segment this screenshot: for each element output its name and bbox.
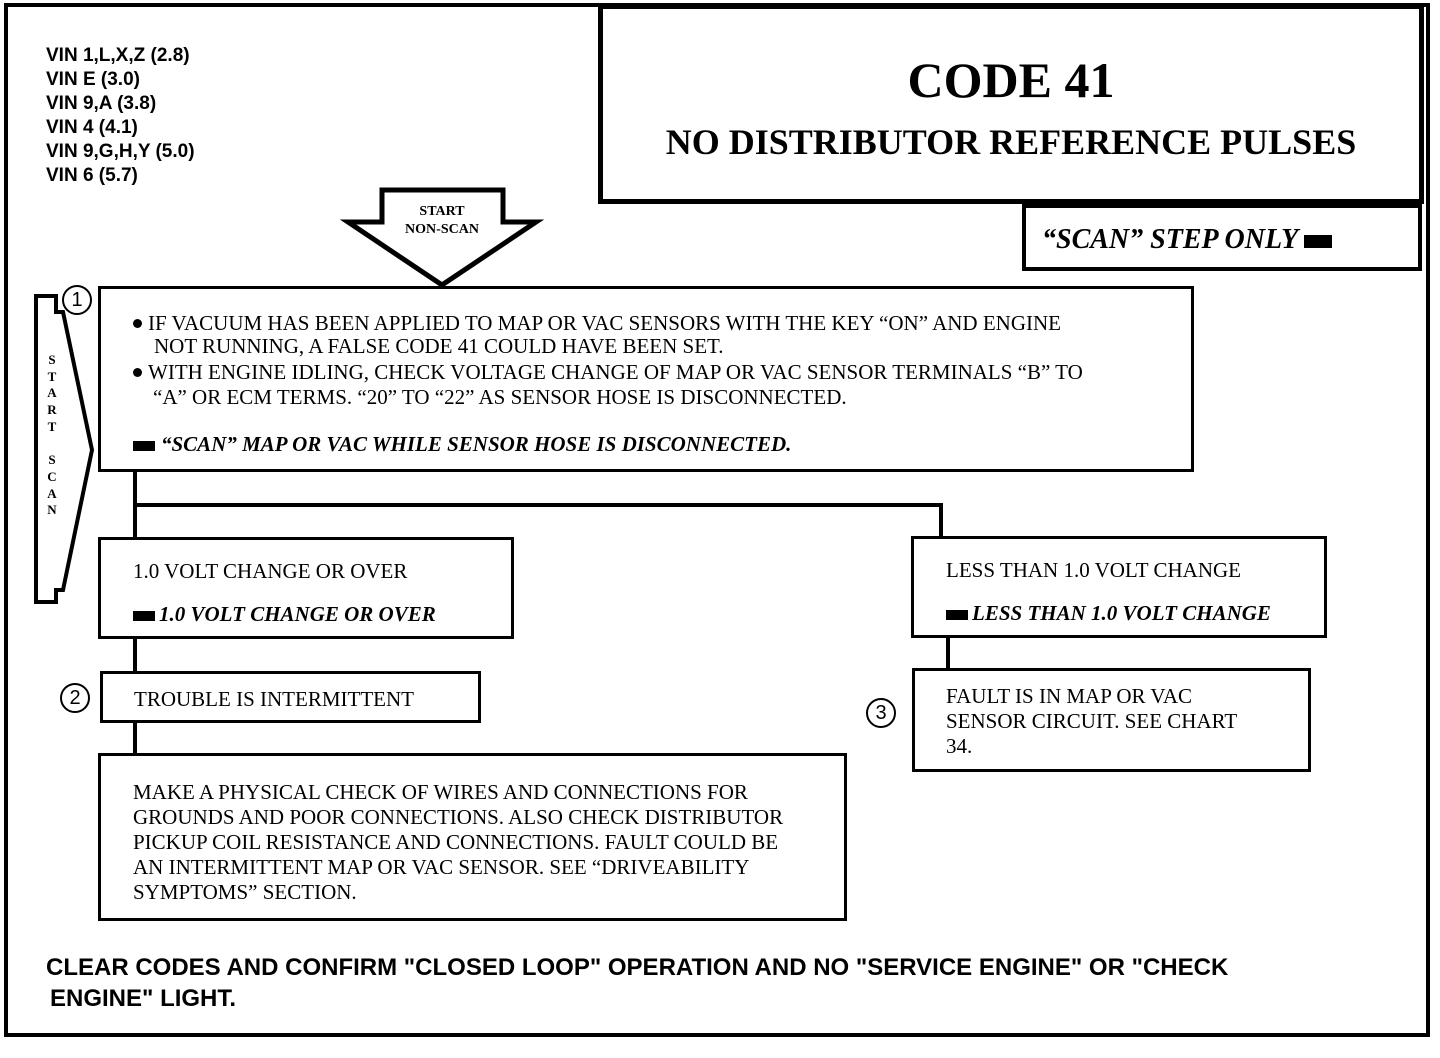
scan-marker-icon xyxy=(1304,235,1333,249)
result-over-scan: 1.0 VOLT CHANGE OR OVER xyxy=(133,602,436,627)
page-title: CODE 41 xyxy=(907,52,1115,108)
step-number-3: 3 xyxy=(866,698,896,728)
step4-line: MAKE A PHYSICAL CHECK OF WIRES AND CONNE… xyxy=(133,780,748,804)
scan-legend-text: “SCAN” STEP ONLY xyxy=(1042,224,1298,255)
scan-legend: “SCAN” STEP ONLY xyxy=(1042,224,1333,256)
step3-box: FAULT IS IN MAP OR VAC SENSOR CIRCUIT. S… xyxy=(912,668,1311,772)
result-under-scan: LESS THAN 1.0 VOLT CHANGE xyxy=(946,601,1271,626)
bullet-icon xyxy=(133,318,142,328)
footer-line: ENGINE" LIGHT. xyxy=(50,985,237,1012)
footer-line: CLEAR CODES AND CONFIRM "CLOSED LOOP" OP… xyxy=(46,954,1229,981)
scan-marker-icon xyxy=(946,610,968,621)
result-box-over: 1.0 VOLT CHANGE OR OVER 1.0 VOLT CHANGE … xyxy=(98,537,514,639)
start-nonscan-label: START NON-SCAN xyxy=(405,204,479,237)
scan-marker-icon xyxy=(133,611,155,622)
result-under-text: LESS THAN 1.0 VOLT CHANGE xyxy=(946,558,1242,582)
step1-box: IF VACUUM HAS BEEN APPLIED TO MAP OR VAC… xyxy=(98,286,1194,472)
step2-text: TROUBLE IS INTERMITTENT xyxy=(134,687,414,711)
step1-bullet2-cont: “A” OR ECM TERMS. “20” TO “22” AS SENSOR… xyxy=(153,385,847,409)
start-scan-label: S T A R T S C A N xyxy=(47,352,57,518)
vin-item: VIN 6 (5.7) xyxy=(46,165,138,186)
step4-line: GROUNDS AND POOR CONNECTIONS. ALSO CHECK… xyxy=(133,805,784,829)
scan-legend-box: “SCAN” STEP ONLY xyxy=(1022,204,1422,271)
vin-item: VIN 4 (4.1) xyxy=(46,117,138,138)
page-subtitle: NO DISTRIBUTOR REFERENCE PULSES xyxy=(665,122,1357,162)
vin-item: VIN 9,A (3.8) xyxy=(46,93,157,114)
footer-instruction: CLEAR CODES AND CONFIRM "CLOSED LOOP" OP… xyxy=(46,952,1228,1014)
vin-item: VIN E (3.0) xyxy=(46,69,140,90)
step4-box: MAKE A PHYSICAL CHECK OF WIRES AND CONNE… xyxy=(98,753,847,921)
title-box: CODE 41 NO DISTRIBUTOR REFERENCE PULSES xyxy=(598,4,1424,204)
result-box-under: LESS THAN 1.0 VOLT CHANGE LESS THAN 1.0 … xyxy=(911,536,1327,638)
result-over-text: 1.0 VOLT CHANGE OR OVER xyxy=(133,559,408,583)
step2-box: TROUBLE IS INTERMITTENT xyxy=(100,671,481,723)
step-number-2: 2 xyxy=(60,683,90,713)
step1-bullet1: IF VACUUM HAS BEEN APPLIED TO MAP OR VAC… xyxy=(133,311,1061,336)
step4-line: PICKUP COIL RESISTANCE AND CONNECTIONS. … xyxy=(133,830,779,854)
start-scan-arrow xyxy=(34,294,95,604)
start-nonscan-arrow xyxy=(339,187,545,289)
step1-bullet2: WITH ENGINE IDLING, CHECK VOLTAGE CHANGE… xyxy=(133,360,1083,385)
vin-list: VIN 1,L,X,Z (2.8) VIN E (3.0) VIN 9,A (3… xyxy=(46,44,195,188)
vin-item: VIN 9,G,H,Y (5.0) xyxy=(46,141,195,162)
bullet-icon xyxy=(133,367,142,377)
step3-line: 34. xyxy=(946,734,973,758)
vin-item: VIN 1,L,X,Z (2.8) xyxy=(46,45,190,66)
step1-scan-note: “SCAN” MAP OR VAC WHILE SENSOR HOSE IS D… xyxy=(133,432,791,457)
step3-line: FAULT IS IN MAP OR VAC xyxy=(946,684,1193,708)
scan-marker-icon xyxy=(133,441,155,452)
step1-bullet1-cont: NOT RUNNING, A FALSE CODE 41 COULD HAVE … xyxy=(154,334,724,358)
step4-line: AN INTERMITTENT MAP OR VAC SENSOR. SEE “… xyxy=(133,855,750,879)
step-number-1: 1 xyxy=(62,285,92,315)
step3-line: SENSOR CIRCUIT. SEE CHART xyxy=(946,709,1238,733)
step4-line: SYMPTOMS” SECTION. xyxy=(133,880,357,904)
